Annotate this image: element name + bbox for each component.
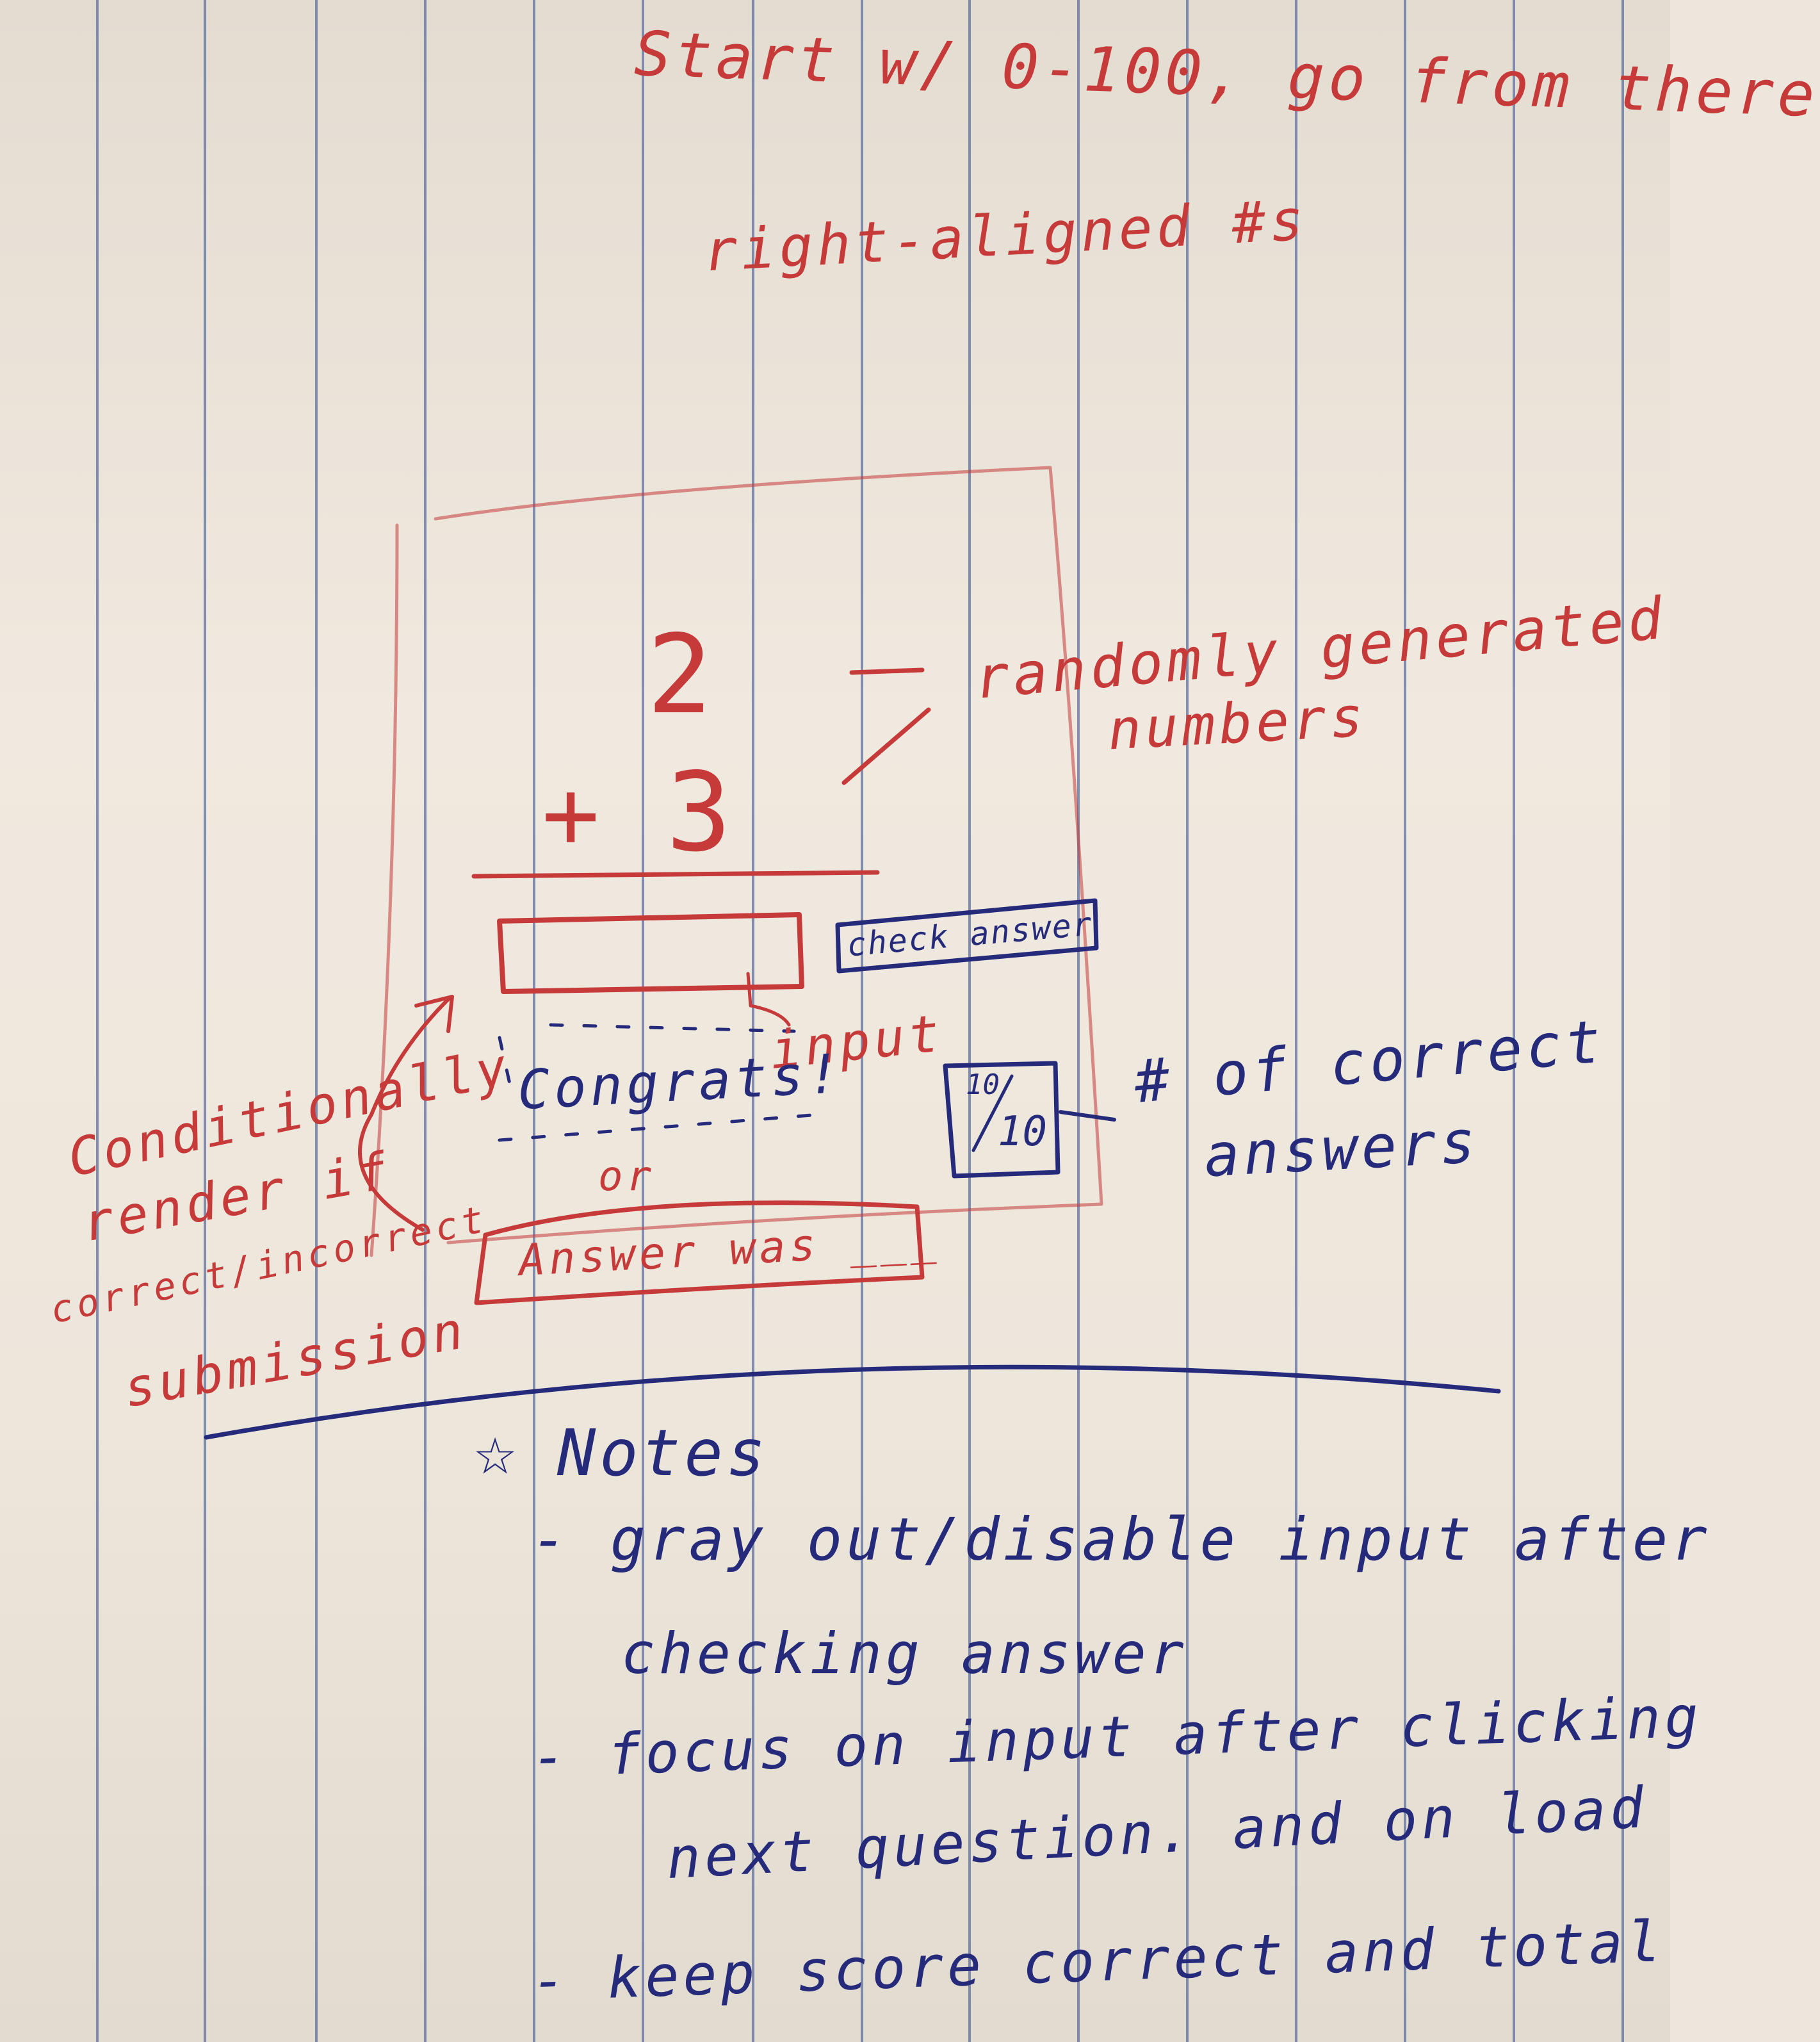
ruled-line <box>968 0 971 2042</box>
section-divider <box>204 1364 1501 1440</box>
ruled-line <box>861 0 863 2042</box>
input-pointer-line <box>746 972 791 1027</box>
score-fraction-line <box>971 1074 1014 1152</box>
ruled-line <box>424 0 427 2042</box>
ruled-line <box>1295 0 1297 2042</box>
ruled-line <box>1621 0 1624 2042</box>
ruled-line <box>642 0 644 2042</box>
feedback-or: or <box>598 1153 656 1200</box>
number-pointer-bottom <box>841 707 931 785</box>
sketch-strokes <box>204 466 1501 1440</box>
bottom-number: 3 <box>666 749 736 876</box>
ruled-line <box>1404 0 1406 2042</box>
number-pointer-top <box>849 667 925 675</box>
check-button-outline <box>835 898 1099 974</box>
notebook-page <box>0 0 1670 2042</box>
ruled-line <box>1513 0 1515 2042</box>
answer-was-box <box>474 1200 925 1305</box>
top-number: 2 <box>647 612 717 739</box>
ruled-line <box>315 0 318 2042</box>
conditional-arrow <box>358 997 450 1232</box>
ruled-line <box>1077 0 1080 2042</box>
score-label-line2: answers <box>1202 1107 1481 1191</box>
operator: + <box>542 759 604 870</box>
score-pointer-line <box>1059 1110 1116 1122</box>
ruled-line <box>1186 0 1189 2042</box>
note-1-line2: checking answer <box>621 1621 1188 1687</box>
ruled-line <box>752 0 754 2042</box>
sum-underline <box>471 870 880 879</box>
notes-heading: Notes <box>557 1416 770 1491</box>
score-total: 10 <box>998 1108 1048 1156</box>
random-note-line2: numbers <box>1106 685 1369 763</box>
answer-input-box <box>497 912 804 994</box>
score-box <box>943 1061 1060 1179</box>
conditional-arrowhead <box>414 995 454 1033</box>
wireframe-container-outline <box>370 466 1103 1257</box>
score-correct: 10 <box>966 1068 1000 1101</box>
congrats-dotted-outline <box>498 1023 822 1142</box>
note-1-line1: - gray out/disable input after <box>532 1505 1711 1574</box>
ruled-line <box>96 0 99 2042</box>
ruled-line <box>533 0 535 2042</box>
ruled-line <box>204 0 206 2042</box>
star-icon: ☆ <box>474 1409 521 1491</box>
